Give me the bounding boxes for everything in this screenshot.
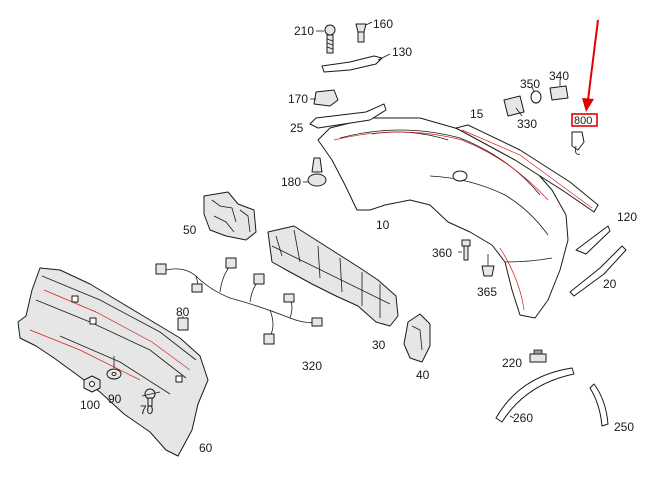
part-180-clip[interactable] — [303, 157, 327, 187]
label-120: 120 — [617, 210, 637, 224]
label-50: 50 — [183, 223, 197, 237]
label-70: 70 — [140, 403, 154, 417]
part-20-trim-strip[interactable] — [569, 245, 627, 297]
label-15: 15 — [470, 107, 484, 121]
label-800: 800 — [574, 115, 592, 127]
part-80-clip[interactable] — [177, 316, 189, 331]
label-260: 260 — [513, 411, 533, 425]
part-320-wiring-harness[interactable] — [155, 257, 323, 345]
part-70-bolt[interactable] — [141, 388, 161, 407]
red-arrow — [582, 19, 599, 112]
label-40: 40 — [416, 368, 430, 382]
label-320: 320 — [302, 359, 322, 373]
part-365-clip[interactable] — [481, 254, 495, 277]
part-25-trim-strip[interactable] — [309, 103, 387, 129]
label-20: 20 — [603, 277, 617, 291]
label-350: 350 — [520, 77, 540, 91]
part-360-bolt[interactable] — [458, 239, 471, 261]
label-220: 220 — [502, 356, 522, 370]
label-100: 100 — [80, 398, 100, 412]
label-330: 330 — [517, 117, 537, 131]
part-30-energy-absorber[interactable] — [267, 225, 399, 327]
label-130: 130 — [392, 45, 412, 59]
part-220-clip[interactable] — [529, 349, 547, 363]
highlight-box-800 — [571, 113, 598, 127]
label-90: 90 — [108, 392, 122, 406]
label-360: 360 — [432, 246, 452, 260]
label-10: 10 — [376, 218, 390, 232]
part-800-eye-hook-cap[interactable] — [571, 131, 585, 155]
label-60: 60 — [199, 441, 213, 455]
label-210: 210 — [294, 24, 314, 38]
part-210-screw[interactable] — [316, 24, 336, 54]
part-90-washer[interactable] — [106, 356, 122, 380]
part-100-nut[interactable] — [83, 375, 101, 393]
label-160: 160 — [373, 17, 393, 31]
part-60-bumper-carrier[interactable] — [17, 267, 209, 457]
label-180: 180 — [281, 175, 301, 189]
part-50-side-bracket[interactable] — [203, 191, 257, 241]
label-80: 80 — [176, 305, 190, 319]
part-160-clip[interactable] — [355, 21, 373, 43]
label-340: 340 — [549, 69, 569, 83]
part-330-sensor-holder[interactable] — [503, 95, 525, 117]
part-250-arch-trim[interactable] — [589, 383, 609, 427]
label-365: 365 — [477, 285, 497, 299]
label-250: 250 — [614, 420, 634, 434]
part-40-bracket[interactable] — [403, 313, 431, 363]
part-15-trim-strip[interactable] — [455, 124, 599, 213]
part-170-bracket[interactable] — [310, 89, 339, 107]
label-170: 170 — [288, 92, 308, 106]
label-25: 25 — [290, 121, 304, 135]
part-340-parking-sensor[interactable] — [549, 80, 569, 101]
part-350-sensor-ring[interactable] — [530, 86, 542, 104]
part-130-trim-strip[interactable] — [321, 53, 391, 73]
part-120-reflector-strip[interactable] — [575, 225, 611, 255]
part-260-wheel-arch-trim[interactable] — [495, 367, 575, 423]
label-30: 30 — [372, 338, 386, 352]
